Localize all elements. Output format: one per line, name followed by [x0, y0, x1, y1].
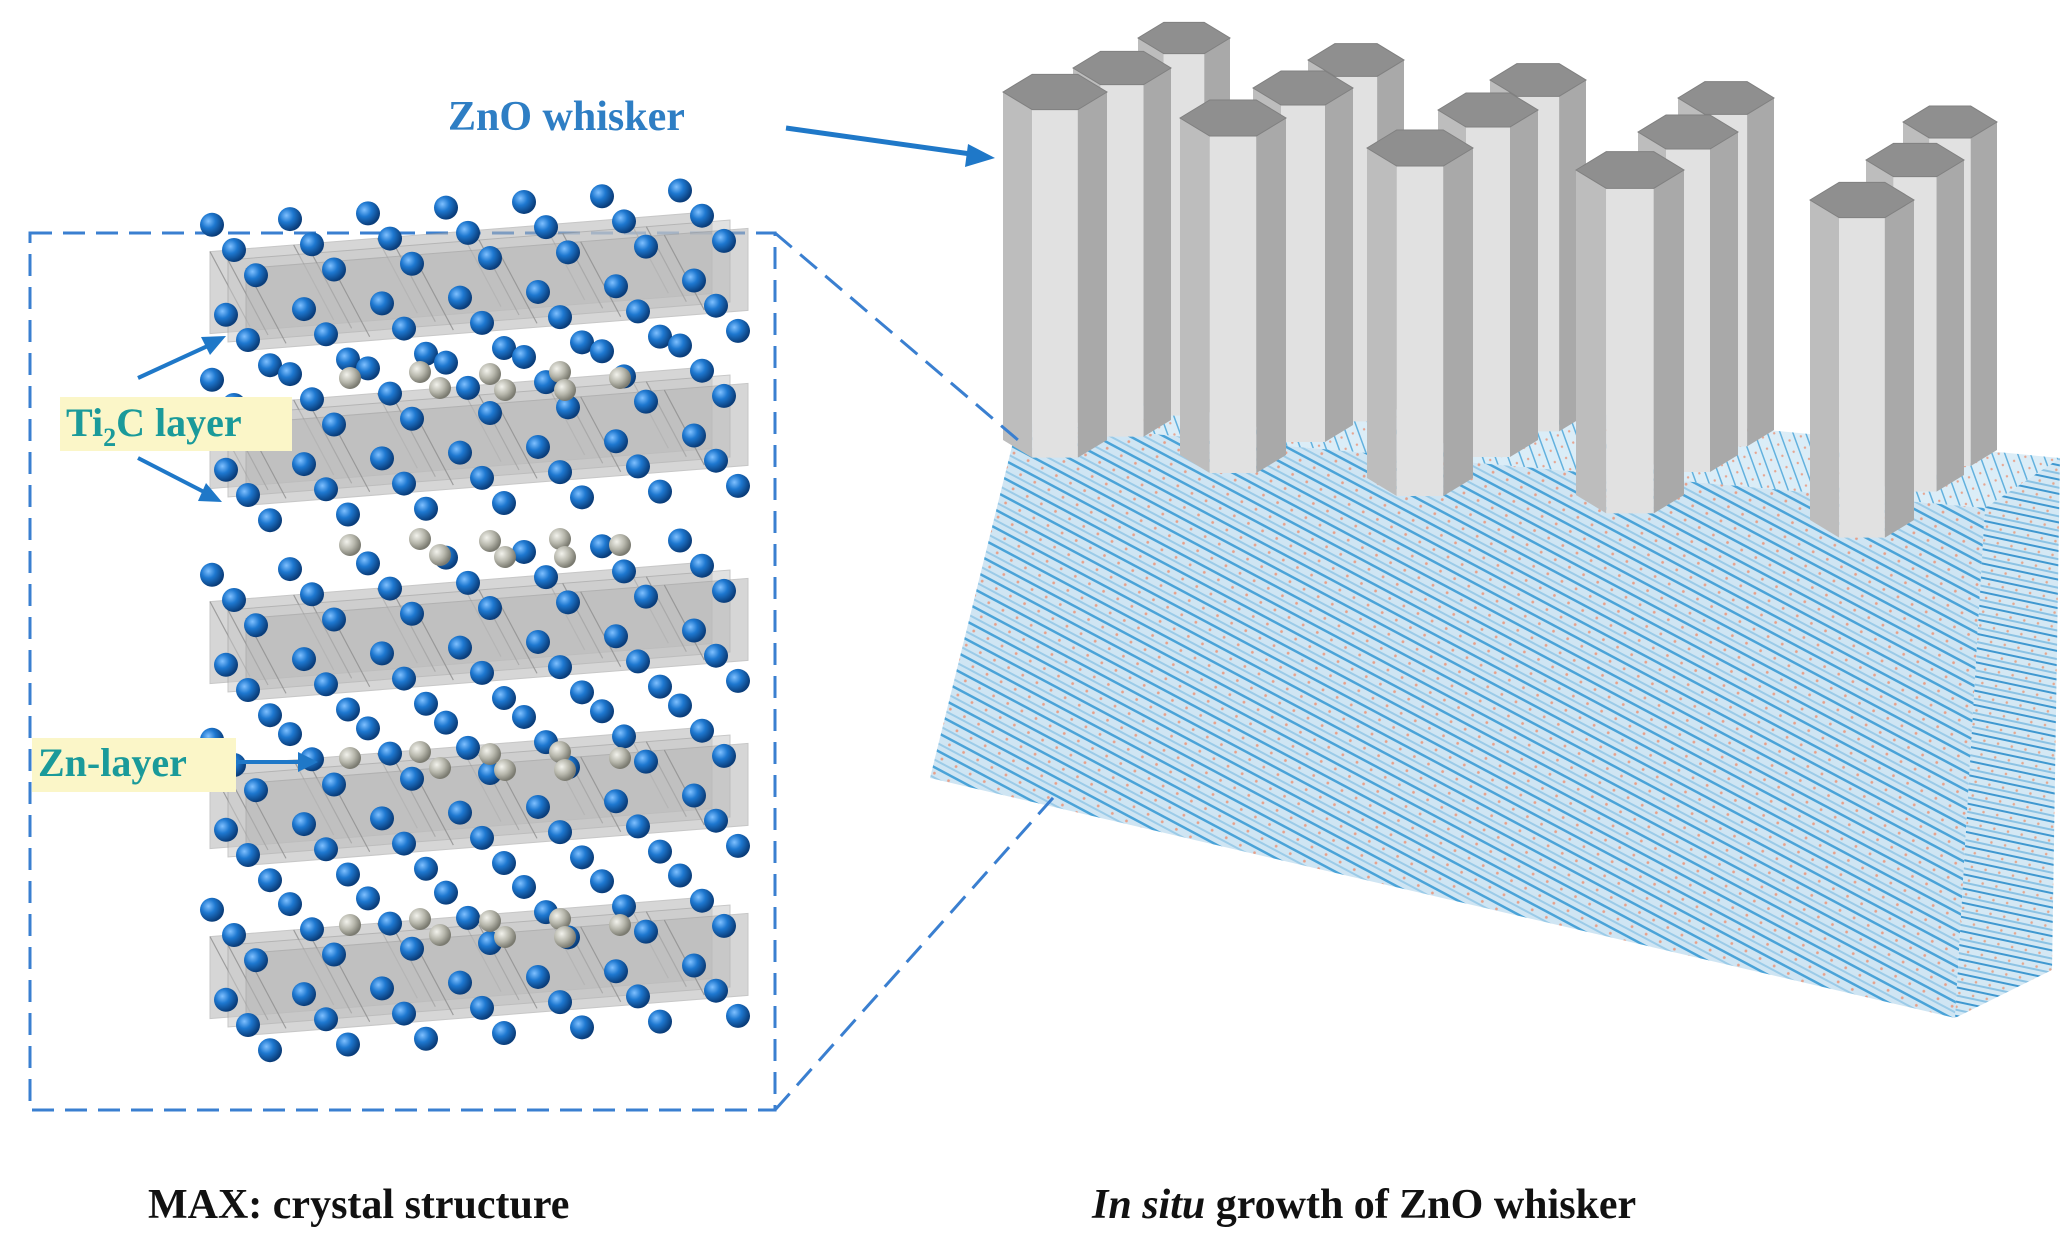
ti2c-layer — [200, 333, 750, 533]
ti2c-layer — [200, 528, 750, 728]
ti2c-layer — [200, 178, 750, 378]
zn-atom-layer — [339, 741, 631, 781]
substrate-front-face — [930, 422, 1985, 1018]
substrate-side-face — [1955, 458, 2060, 1018]
zno-whisker — [1366, 129, 1474, 497]
zoom-connector-bottom — [773, 789, 1062, 1111]
zno-whisker-label-group: ZnO whisker — [448, 94, 995, 167]
ti2c-arrowhead-upper — [201, 336, 226, 355]
zn-label-highlight — [32, 738, 236, 792]
zn-atom-layer — [339, 361, 631, 401]
ti2c-layer — [200, 693, 750, 893]
zoom-connector-top — [774, 231, 1019, 442]
zno-whisker-array — [1002, 21, 1998, 538]
zno-whisker — [1575, 151, 1685, 514]
ti2c-layer-label: Ti2C layer — [66, 400, 242, 452]
zn-layer-label: Zn-layer — [38, 740, 187, 785]
ti2c-arrow-upper — [137, 342, 213, 380]
caption-left: MAX: crystal structure — [148, 1182, 569, 1228]
zn-layer-arrowhead — [298, 752, 318, 772]
zno-whisker — [1002, 73, 1108, 458]
zno-whisker-label: ZnO whisker — [448, 94, 685, 140]
ti2c-arrow-lower — [137, 456, 209, 496]
zn-layer-label-group: Zn-layer — [32, 738, 318, 792]
inset-dashed-frame — [28, 231, 777, 1112]
ti2c-layer-label-group: Ti2C layer — [60, 336, 292, 502]
zn-atom-layer — [339, 528, 631, 568]
zno-whisker-arrow — [785, 125, 979, 158]
zno-whisker — [1179, 99, 1287, 474]
zno-whisker — [1809, 181, 1915, 538]
ti2c-arrowhead-lower — [198, 483, 222, 502]
zno-whisker-arrowhead — [965, 144, 995, 167]
zn-atom-layer — [339, 908, 631, 948]
ti2c-label-highlight — [60, 397, 292, 451]
max-crystal-structure — [200, 178, 750, 1063]
ti2c-layer — [200, 863, 750, 1063]
caption-right: In situ growth of ZnO whisker — [1091, 1182, 1636, 1228]
